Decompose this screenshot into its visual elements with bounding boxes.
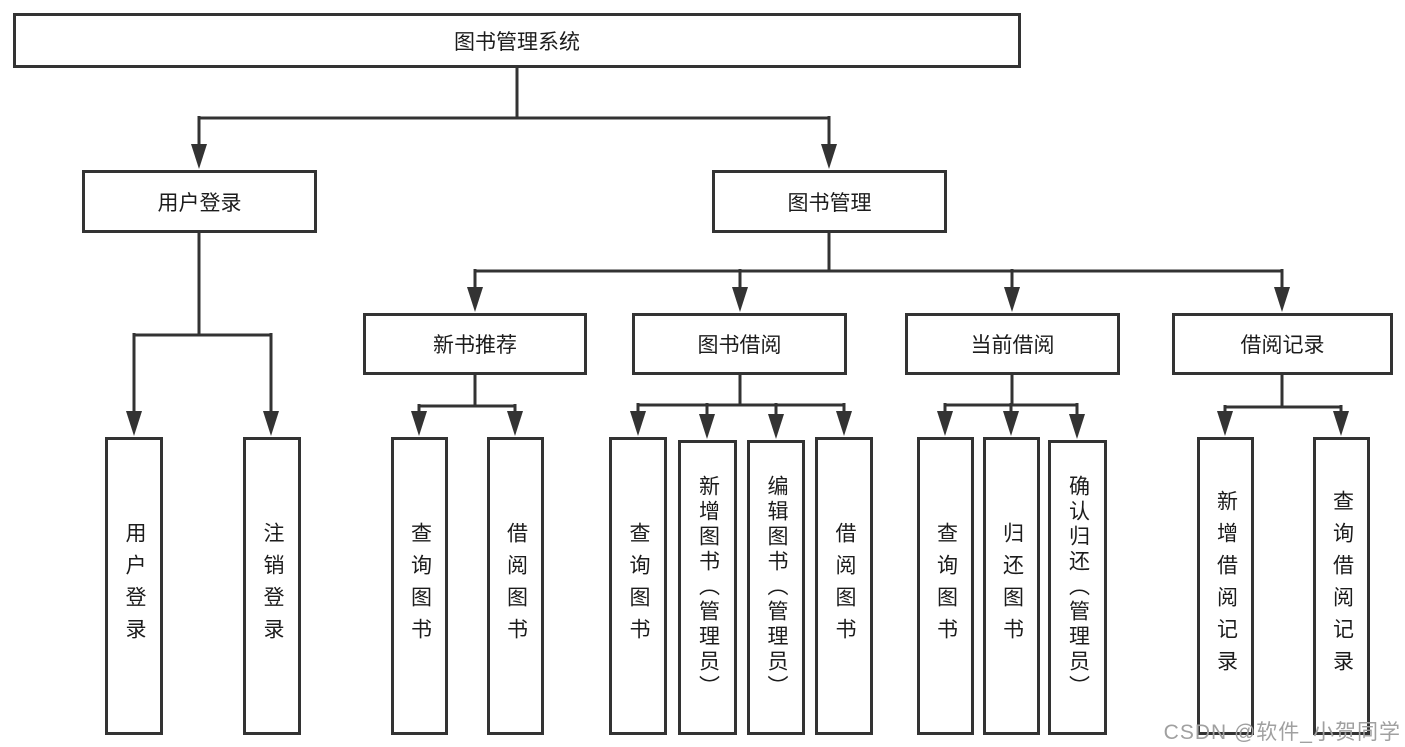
node-book-management-label: 图书管理 [787, 191, 872, 215]
node-user-login-label: 用户登录 [157, 191, 242, 215]
leaf-query-books-current: 查询图书 [917, 437, 974, 735]
leaf-query-borrow-record-label: 查询借阅记录 [1330, 490, 1354, 682]
node-new-book-recommend-label: 新书推荐 [433, 334, 517, 357]
leaf-user-login-label: 用户登录 [123, 522, 146, 650]
leaf-logout: 注销登录 [243, 437, 301, 735]
node-book-management: 图书管理 [712, 170, 947, 233]
node-new-book-recommend: 新书推荐 [363, 313, 587, 375]
leaf-return-books-label: 归还图书 [1000, 522, 1024, 650]
node-current-borrowing-label: 当前借阅 [970, 334, 1055, 357]
node-current-borrowing: 当前借阅 [905, 313, 1120, 375]
leaf-add-borrow-record-label: 新增借阅记录 [1214, 490, 1238, 682]
leaf-query-books-recommend-label: 查询图书 [408, 522, 432, 650]
leaf-query-books-recommend: 查询图书 [391, 437, 448, 735]
node-root-label: 图书管理系统 [454, 30, 580, 54]
leaf-query-borrow-record: 查询借阅记录 [1313, 437, 1370, 735]
node-user-login: 用户登录 [82, 170, 317, 233]
leaf-borrow-books-recommend-label: 借阅图书 [504, 522, 528, 650]
leaf-add-borrow-record: 新增借阅记录 [1197, 437, 1254, 735]
leaf-query-books-current-label: 查询图书 [934, 522, 958, 650]
leaf-add-book-admin: 新增图书（管理员） [678, 440, 737, 735]
leaf-return-books: 归还图书 [983, 437, 1040, 735]
leaf-add-book-admin-label: 新增图书（管理员） [696, 475, 720, 700]
leaf-borrow-books-recommend: 借阅图书 [487, 437, 544, 735]
leaf-confirm-return-admin: 确认归还（管理员） [1048, 440, 1107, 735]
node-borrowing-records-label: 借阅记录 [1240, 334, 1325, 357]
leaf-edit-book-admin-label: 编辑图书（管理员） [765, 475, 788, 700]
leaf-confirm-return-admin-label: 确认归还（管理员） [1066, 475, 1090, 700]
node-book-borrowing: 图书借阅 [632, 313, 847, 375]
leaf-edit-book-admin: 编辑图书（管理员） [747, 440, 805, 735]
node-book-borrowing-label: 图书借阅 [697, 334, 782, 357]
node-root: 图书管理系统 [13, 13, 1021, 68]
node-borrowing-records: 借阅记录 [1172, 313, 1393, 375]
leaf-query-books-borrowing: 查询图书 [609, 437, 667, 735]
leaf-user-login: 用户登录 [105, 437, 163, 735]
leaf-borrow-books-borrowing: 借阅图书 [815, 437, 873, 735]
leaf-logout-label: 注销登录 [261, 522, 284, 650]
csdn-watermark: CSDN @软件_小贺同学 [1163, 721, 1401, 744]
leaf-query-books-borrowing-label: 查询图书 [627, 522, 650, 650]
leaf-borrow-books-borrowing-label: 借阅图书 [833, 522, 856, 650]
